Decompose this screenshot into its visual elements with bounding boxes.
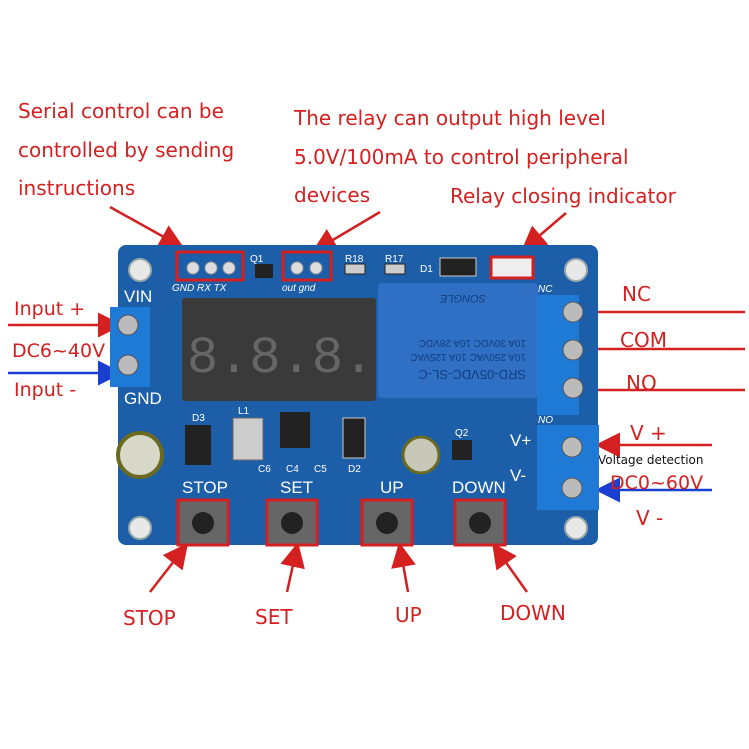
board-up-label: UP bbox=[380, 478, 404, 497]
relay-rating-ac: 10A 250VAC 10A 125VAC bbox=[410, 351, 526, 362]
stop-annotation: STOP bbox=[123, 606, 176, 630]
board-v-minus: V- bbox=[510, 466, 526, 485]
no-label: NO bbox=[626, 371, 657, 395]
buttons: STOP SET UP DOWN bbox=[182, 478, 506, 497]
relay-rating-dc: 10A 30VDC 10A 28VDC bbox=[419, 337, 526, 348]
board-stop-label: STOP bbox=[182, 478, 228, 497]
input-plus-label: Input + bbox=[14, 298, 85, 320]
relay-output-annotation-line2: 5.0V/100mA to control peripheral bbox=[294, 145, 629, 169]
up-annotation: UP bbox=[395, 603, 422, 627]
part-label-r17: R17 bbox=[385, 254, 404, 265]
part-label-c5: C5 bbox=[314, 464, 327, 475]
part-label-c6: C6 bbox=[258, 464, 271, 475]
detect-range-label: DC0~60V bbox=[610, 472, 703, 494]
relay-model: SRD-05VDC-SL-C bbox=[418, 367, 526, 382]
part-label-d2: D2 bbox=[348, 464, 361, 475]
relay bbox=[378, 283, 538, 398]
part-label-c4: C4 bbox=[286, 464, 299, 475]
board-v-plus: V+ bbox=[510, 431, 531, 450]
v-minus-label: V - bbox=[636, 506, 663, 530]
part-label-l1: L1 bbox=[238, 406, 250, 417]
annotation-arrows bbox=[8, 205, 745, 593]
board-no-label: NO bbox=[538, 415, 553, 426]
relay-output-annotation-line1: The relay can output high level bbox=[293, 106, 606, 130]
set-button[interactable] bbox=[265, 498, 319, 547]
set-annotation: SET bbox=[255, 605, 293, 629]
serial-annotation-line3: instructions bbox=[18, 176, 135, 200]
part-label-q2: Q2 bbox=[455, 428, 469, 439]
board-set-label: SET bbox=[280, 478, 313, 497]
part-label-q1: Q1 bbox=[250, 254, 264, 265]
board-down-label: DOWN bbox=[452, 478, 506, 497]
relay-brand: SONGLE bbox=[439, 292, 486, 304]
gnd-label: GND bbox=[124, 389, 162, 408]
stop-button[interactable] bbox=[176, 498, 230, 547]
voltage-detection-label: Voltage detection bbox=[598, 453, 704, 467]
up-button[interactable] bbox=[360, 498, 414, 547]
relay-output-annotation-line3: devices bbox=[294, 183, 370, 207]
indicator-annotation: Relay closing indicator bbox=[450, 184, 677, 208]
nc-label: NC bbox=[622, 282, 651, 306]
minus-arrows bbox=[8, 360, 712, 503]
input-range-label: DC6~40V bbox=[12, 340, 105, 362]
down-annotation: DOWN bbox=[500, 601, 566, 625]
part-label-r18: R18 bbox=[345, 254, 364, 265]
board-nc-label: NC bbox=[538, 284, 553, 295]
com-label: COM bbox=[620, 328, 667, 352]
vin-label: VIN bbox=[124, 287, 152, 306]
v-plus-label: V + bbox=[630, 421, 667, 445]
down-button[interactable] bbox=[453, 498, 507, 547]
out-pins-label: out gnd bbox=[282, 283, 316, 294]
serial-pins-label: GND RX TX bbox=[172, 283, 227, 294]
part-label-d3: D3 bbox=[192, 413, 205, 424]
serial-annotation-line2: controlled by sending bbox=[18, 138, 234, 162]
seven-segment-display bbox=[182, 298, 376, 401]
part-label-d1: D1 bbox=[420, 264, 433, 275]
input-minus-label: Input - bbox=[14, 379, 76, 401]
display-digits: 8.8.8. bbox=[187, 329, 374, 388]
pcb-board: GND RX TX out gnd Q1 R18 R17 D1 D3 L1 C6… bbox=[110, 245, 599, 547]
serial-annotation-line1: Serial control can be bbox=[18, 99, 224, 123]
